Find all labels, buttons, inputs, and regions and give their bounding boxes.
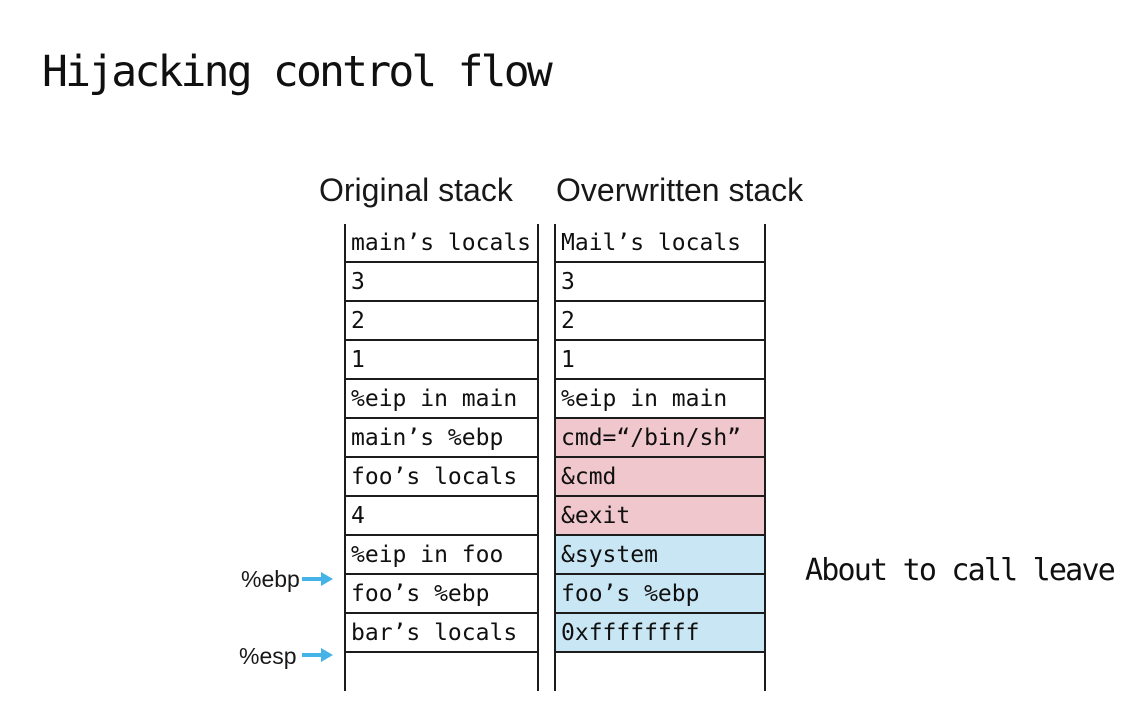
stack-cell: 2: [556, 302, 764, 341]
stack-cell: Mail’s locals: [556, 224, 764, 263]
original-stack-header: Original stack: [319, 172, 513, 208]
stack-cell: %eip in main: [556, 380, 764, 419]
esp-register-label: %esp: [239, 643, 297, 669]
stack-cell: %eip in foo: [346, 536, 537, 575]
slide-title: Hijacking control flow: [42, 47, 553, 97]
stack-cell: &exit: [556, 497, 764, 536]
right-arrow-icon: [302, 572, 333, 586]
stack-cell: &cmd: [556, 458, 764, 497]
stack-cell: bar’s locals: [346, 614, 537, 653]
stack-cell: 1: [556, 341, 764, 380]
stack-cell: foo’s %ebp: [346, 575, 537, 614]
stack-cell: [556, 653, 764, 691]
stack-cell: &system: [556, 536, 764, 575]
annotation-text: About to call leave: [805, 553, 1116, 588]
stack-cell: main’s %ebp: [346, 419, 537, 458]
stack-cell: 0xffffffff: [556, 614, 764, 653]
stack-cell: foo’s %ebp: [556, 575, 764, 614]
stack-cell: 2: [346, 302, 537, 341]
stack-cell: %eip in main: [346, 380, 537, 419]
right-arrow-icon: [302, 648, 333, 662]
stack-cell: foo’s locals: [346, 458, 537, 497]
stack-cell: 3: [346, 263, 537, 302]
overwritten-stack-header: Overwritten stack: [556, 172, 804, 208]
stack-cell: cmd=“/bin/sh”: [556, 419, 764, 458]
ebp-register-label: %ebp: [241, 566, 300, 592]
stack-cell: 3: [556, 263, 764, 302]
stack-cell: main’s locals: [346, 224, 537, 263]
stack-cell: 1: [346, 341, 537, 380]
stack-cell: [346, 653, 537, 691]
stack-cell: 4: [346, 497, 537, 536]
